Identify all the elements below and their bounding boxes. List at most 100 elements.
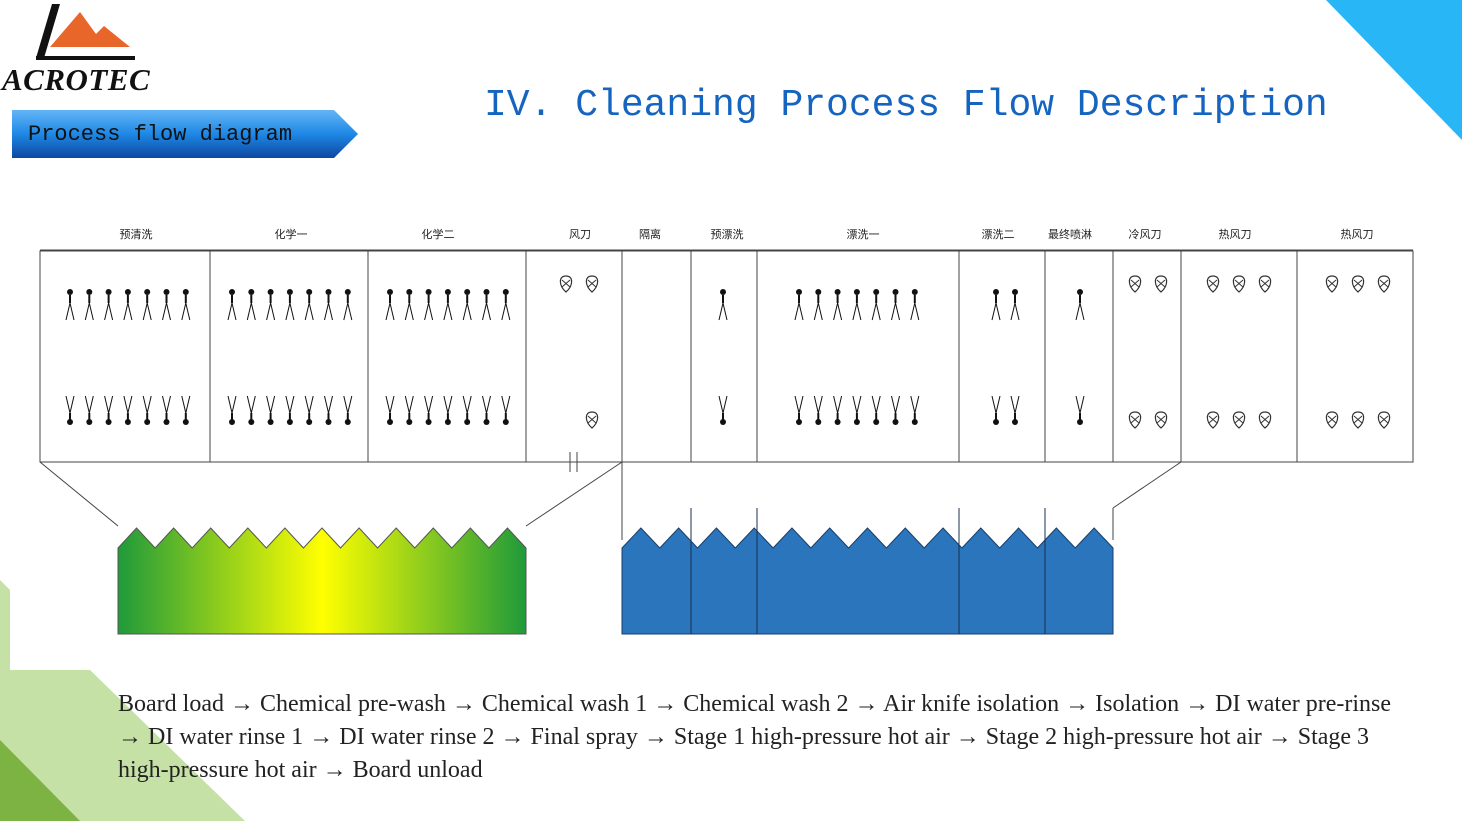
spray-nozzle-bottom <box>462 395 472 425</box>
spray-nozzle-top <box>501 289 511 321</box>
spray-nozzle-bottom <box>910 395 920 425</box>
spray-nozzle-bottom <box>404 395 414 425</box>
air-knife-icon <box>585 411 599 429</box>
spray-nozzle-bottom <box>813 395 823 425</box>
spray-nozzle-top <box>813 289 823 321</box>
spray-nozzle-bottom <box>246 395 256 425</box>
spray-nozzle-top <box>181 289 191 321</box>
spray-nozzle-top <box>65 289 75 321</box>
section-label: 冷风刀 <box>1129 228 1162 241</box>
air-knife-icon <box>1377 275 1391 293</box>
rinse-tank <box>621 527 1114 635</box>
section-label: 风刀 <box>569 228 591 241</box>
spray-nozzle-bottom <box>482 395 491 425</box>
air-knife-icon <box>1258 411 1272 429</box>
spray-nozzle-top <box>718 289 728 321</box>
spray-nozzle-top <box>227 289 237 321</box>
air-knife-icon <box>1154 275 1168 293</box>
air-knife-icon <box>1351 411 1365 429</box>
spray-nozzle-bottom <box>304 395 314 425</box>
spray-nozzle-bottom <box>266 395 276 425</box>
spray-nozzle-top <box>246 289 256 321</box>
spray-nozzle-bottom <box>501 395 511 425</box>
spray-nozzle-bottom <box>142 395 152 425</box>
logo-mark <box>36 4 135 60</box>
ribbon-label: Process flow diagram <box>28 122 293 147</box>
air-knife-icon <box>1377 411 1391 429</box>
spray-nozzle-top <box>1010 289 1020 321</box>
air-knife-icon <box>585 275 599 293</box>
air-knife-icon <box>1128 411 1142 429</box>
spray-nozzle-top <box>266 289 276 321</box>
spray-nozzle-bottom <box>227 395 237 425</box>
section-label: 漂洗二 <box>982 228 1015 241</box>
air-knife-icon <box>1258 275 1272 293</box>
spray-nozzle-top <box>162 289 171 321</box>
spray-nozzle-bottom <box>123 395 133 425</box>
spray-nozzle-bottom <box>794 395 804 425</box>
air-knife-icon <box>1325 275 1339 293</box>
spray-nozzle-top <box>871 289 881 321</box>
air-knife-icon <box>1128 275 1142 293</box>
spray-nozzle-bottom <box>343 395 353 425</box>
spray-nozzle-bottom <box>84 395 94 425</box>
spray-nozzle-top <box>84 289 94 321</box>
spray-nozzle-bottom <box>891 395 900 425</box>
spray-nozzle-top <box>424 289 434 321</box>
spray-nozzle-bottom <box>162 395 171 425</box>
air-knife-icon <box>1154 411 1168 429</box>
corner-decoration-top-right <box>1326 0 1462 140</box>
section-label: 热风刀 <box>1219 228 1252 241</box>
spray-nozzle-top <box>1075 289 1085 321</box>
air-knife-icon <box>1206 411 1220 429</box>
spray-nozzle-top <box>852 289 862 321</box>
spray-nozzle-top <box>304 289 314 321</box>
spray-nozzle-top <box>385 289 395 321</box>
spray-nozzle-top <box>482 289 491 321</box>
spray-nozzle-bottom <box>852 395 862 425</box>
air-knife-icon <box>1351 275 1365 293</box>
air-knife-icon <box>1206 275 1220 293</box>
spray-nozzle-top <box>462 289 472 321</box>
section-label: 漂洗一 <box>847 228 880 241</box>
spray-nozzle-top <box>991 289 1001 321</box>
spray-nozzle-bottom <box>65 395 75 425</box>
section-label: 预漂洗 <box>711 228 744 241</box>
spray-nozzle-top <box>910 289 920 321</box>
spray-nozzle-bottom <box>324 395 333 425</box>
spray-nozzle-bottom <box>1010 395 1020 425</box>
air-knife-icon <box>1232 411 1246 429</box>
spray-nozzle-top <box>833 289 843 321</box>
spray-nozzle-bottom <box>991 395 1001 425</box>
section-ribbon <box>12 110 358 158</box>
section-label: 热风刀 <box>1341 228 1374 241</box>
spray-nozzle-bottom <box>285 395 295 425</box>
spray-nozzle-bottom <box>833 395 843 425</box>
spray-nozzle-top <box>285 289 295 321</box>
section-label: 化学一 <box>275 227 308 241</box>
spray-nozzle-bottom <box>1075 395 1085 425</box>
process-description: Board load → Chemical pre-wash → Chemica… <box>118 691 1392 783</box>
section-label: 隔离 <box>639 227 661 241</box>
spray-nozzle-top <box>142 289 152 321</box>
air-knife-icon <box>1325 411 1339 429</box>
section-label: 化学二 <box>422 227 455 241</box>
spray-nozzle-bottom <box>424 395 434 425</box>
spray-nozzle-bottom <box>718 395 728 425</box>
spray-nozzle-bottom <box>385 395 395 425</box>
spray-nozzle-top <box>324 289 333 321</box>
section-label: 预清洗 <box>120 228 153 241</box>
spray-nozzle-top <box>343 289 353 321</box>
spray-nozzle-top <box>123 289 133 321</box>
spray-nozzle-top <box>104 289 114 321</box>
spray-nozzle-bottom <box>181 395 191 425</box>
spray-nozzle-top <box>891 289 900 321</box>
spray-nozzle-bottom <box>104 395 114 425</box>
logo-brand-text: ACROTEC <box>2 62 151 97</box>
air-knife-icon <box>559 275 573 293</box>
spray-nozzle-top <box>443 289 453 321</box>
chemical-tank <box>117 527 527 635</box>
spray-nozzle-bottom <box>871 395 881 425</box>
spray-nozzle-top <box>794 289 804 321</box>
corner-decoration-bottom-left <box>0 580 245 821</box>
